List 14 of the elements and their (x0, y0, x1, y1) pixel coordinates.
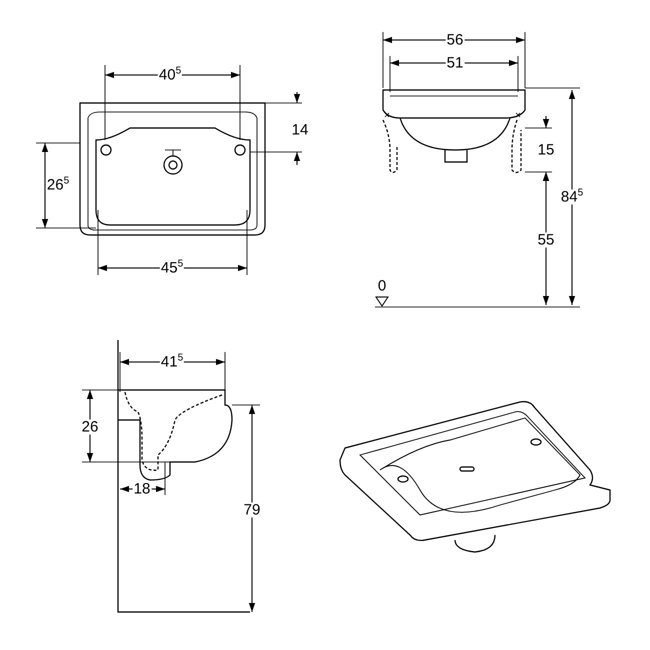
dimension-label: 84$^{5}$ (560, 190, 584, 204)
dimension-label: 56 (446, 32, 464, 48)
dimension-label: 45$^{5}$ (160, 260, 184, 276)
dimension-label: 51 (446, 56, 464, 70)
dimension-label: 15 (536, 142, 556, 158)
dimension-label: 40$^{5}$ (158, 68, 182, 82)
dimension-label: 79 (242, 502, 262, 518)
dimension-label: 0 (376, 278, 388, 294)
dimension-label: 18 (132, 482, 152, 496)
dimension-label: 14 (290, 122, 310, 138)
dimension-label: 26 (80, 420, 100, 434)
dimension-label: 26$^{5}$ (46, 178, 70, 192)
dimension-label: 55 (536, 232, 556, 248)
dimension-label: 41$^{5}$ (160, 354, 184, 370)
